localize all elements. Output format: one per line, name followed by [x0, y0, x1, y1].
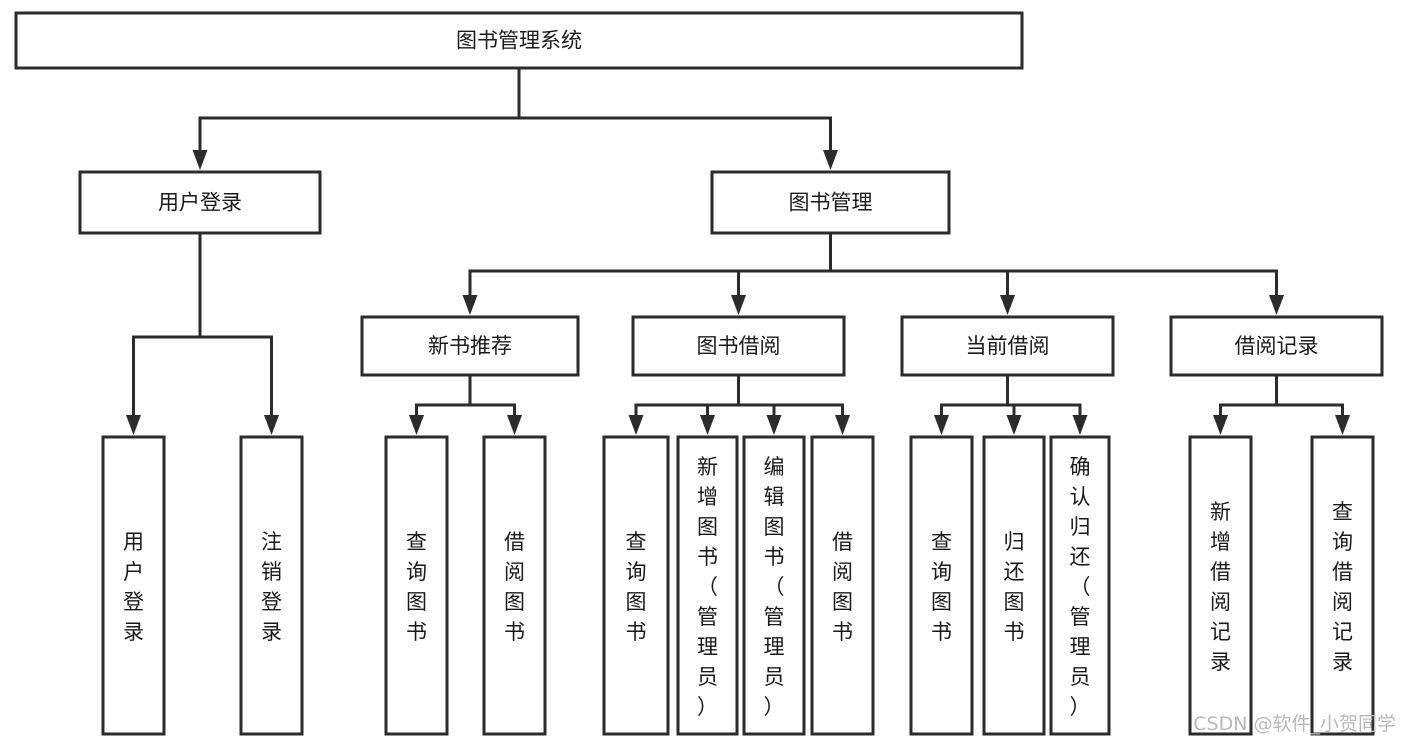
- connector-group-book-manage: [462, 231, 1284, 315]
- node-layer: 图书管理系统用户登录图书管理新书推荐图书借阅当前借阅借阅记录用户登录注销登录查询…: [14, 11, 1384, 736]
- node-label: 查询图书: [406, 530, 427, 644]
- connector-group-borrow-record: [1213, 373, 1350, 435]
- arrow-head-icon: [1006, 415, 1022, 435]
- node-box[interactable]: [14, 11, 1024, 70]
- node-borrow-record[interactable]: 借阅记录: [1169, 315, 1384, 377]
- node-leaf-return-book[interactable]: 归还图书: [982, 435, 1046, 736]
- arrow-head-icon: [823, 150, 838, 170]
- node-box[interactable]: [1310, 435, 1375, 736]
- arrow-head-icon: [766, 415, 782, 435]
- node-box[interactable]: [101, 435, 166, 736]
- arrow-head-icon: [1213, 415, 1228, 435]
- node-box[interactable]: [602, 435, 670, 736]
- node-leaf-query-book-borrow[interactable]: 查询图书: [602, 435, 670, 736]
- node-label: 新增借阅记录: [1210, 500, 1231, 674]
- connector-group-root: [192, 66, 838, 170]
- node-leaf-add-book[interactable]: 新增图书（管理员）: [676, 435, 739, 736]
- node-leaf-query-book-rec[interactable]: 查询图书: [384, 435, 449, 736]
- node-label: 确认归还（管理员）: [1070, 455, 1091, 719]
- node-box[interactable]: [900, 315, 1115, 377]
- node-leaf-edit-book[interactable]: 编辑图书（管理员）: [742, 435, 806, 736]
- node-leaf-user-logout[interactable]: 注销登录: [239, 435, 304, 736]
- arrow-head-icon: [1000, 295, 1015, 315]
- node-leaf-add-record[interactable]: 新增借阅记录: [1188, 435, 1253, 736]
- arrow-head-icon: [192, 150, 208, 170]
- arrow-head-icon: [1335, 415, 1350, 435]
- watermark-label: CSDN @软件_小贺同学: [1193, 713, 1396, 735]
- arrow-head-icon: [934, 415, 949, 435]
- node-label: 查询图书: [626, 530, 647, 644]
- node-leaf-user-login[interactable]: 用户登录: [101, 435, 166, 736]
- node-box[interactable]: [360, 315, 580, 377]
- node-box[interactable]: [482, 435, 547, 736]
- node-leaf-borrow-book-rec[interactable]: 借阅图书: [482, 435, 547, 736]
- node-label: 用户登录: [158, 191, 242, 215]
- node-box[interactable]: [1188, 435, 1253, 736]
- node-label: 借阅图书: [832, 530, 853, 644]
- node-label: 编辑图书（管理员）: [764, 455, 785, 719]
- node-label: 查询借阅记录: [1332, 500, 1353, 674]
- node-book-manage[interactable]: 图书管理: [710, 170, 951, 235]
- node-label: 借阅记录: [1235, 334, 1319, 358]
- node-label: 借阅图书: [504, 530, 525, 644]
- node-leaf-confirm-return[interactable]: 确认归还（管理员）: [1049, 435, 1111, 736]
- connector-group-new-book-rec: [409, 373, 522, 435]
- node-label: 新增图书（管理员）: [697, 455, 718, 719]
- node-box[interactable]: [1049, 435, 1111, 736]
- node-label: 新书推荐: [428, 334, 512, 358]
- node-current-borrow[interactable]: 当前借阅: [900, 315, 1115, 377]
- arrow-head-icon: [1072, 415, 1088, 435]
- connector-group-book-borrow: [628, 373, 850, 435]
- node-box[interactable]: [909, 435, 974, 736]
- arrow-head-icon: [126, 415, 141, 435]
- node-leaf-borrow-book[interactable]: 借阅图书: [810, 435, 875, 736]
- arrow-head-icon: [1269, 295, 1284, 315]
- node-leaf-query-book-cur[interactable]: 查询图书: [909, 435, 974, 736]
- node-box[interactable]: [982, 435, 1046, 736]
- node-leaf-query-record[interactable]: 查询借阅记录: [1310, 435, 1375, 736]
- arrow-head-icon: [507, 415, 522, 435]
- node-box[interactable]: [1169, 315, 1384, 377]
- node-box[interactable]: [78, 170, 322, 235]
- node-box[interactable]: [810, 435, 875, 736]
- arrow-head-icon: [731, 295, 746, 315]
- node-root[interactable]: 图书管理系统: [14, 11, 1024, 70]
- arrow-head-icon: [628, 415, 644, 435]
- connector-group-current-borrow: [934, 373, 1088, 435]
- node-user-login[interactable]: 用户登录: [78, 170, 322, 235]
- node-book-borrow[interactable]: 图书借阅: [631, 315, 846, 377]
- node-box[interactable]: [384, 435, 449, 736]
- arrow-head-icon: [409, 415, 424, 435]
- node-label: 图书管理: [789, 191, 873, 215]
- node-box[interactable]: [676, 435, 739, 736]
- node-box[interactable]: [710, 170, 951, 235]
- node-box[interactable]: [239, 435, 304, 736]
- node-box[interactable]: [631, 315, 846, 377]
- arrow-head-icon: [462, 295, 478, 315]
- arrow-head-icon: [700, 415, 715, 435]
- node-label: 归还图书: [1004, 530, 1025, 644]
- node-label: 用户登录: [123, 530, 144, 644]
- node-new-book-rec[interactable]: 新书推荐: [360, 315, 580, 377]
- node-box[interactable]: [742, 435, 806, 736]
- node-label: 注销登录: [261, 530, 282, 644]
- node-label: 查询图书: [931, 530, 952, 644]
- arrow-head-icon: [264, 415, 279, 435]
- node-label: 图书管理系统: [456, 29, 582, 53]
- arrow-head-icon: [835, 415, 850, 435]
- connector-layer: [126, 66, 1350, 435]
- node-label: 当前借阅: [966, 334, 1050, 358]
- node-label: 图书借阅: [697, 334, 781, 358]
- connector-group-user-login: [126, 231, 279, 435]
